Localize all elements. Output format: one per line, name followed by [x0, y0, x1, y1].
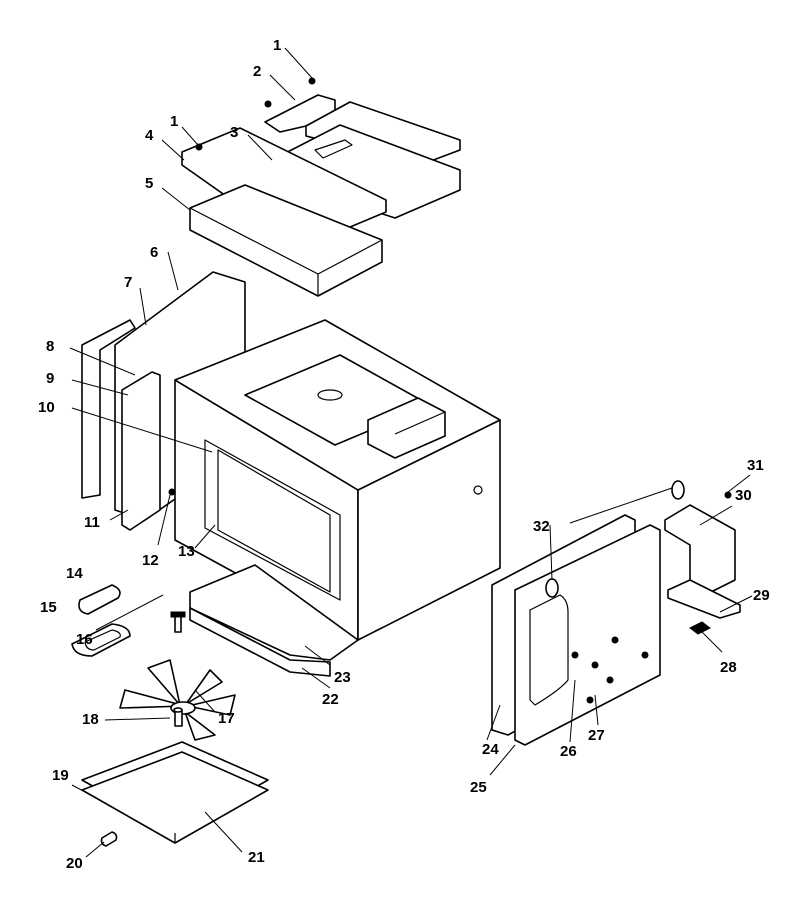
callout-label: 16	[76, 631, 93, 648]
part-12-screw	[168, 488, 176, 496]
part-29-rail	[667, 579, 741, 619]
callout-label: 22	[322, 691, 339, 708]
callout-label: 27	[588, 727, 605, 744]
callout-label: 26	[560, 743, 577, 760]
callout-label: 31	[747, 457, 764, 474]
callout-label: 29	[753, 587, 770, 604]
part-17-fan-blade	[119, 659, 236, 741]
callout-label: 7	[124, 274, 132, 291]
part-30-bracket	[664, 504, 736, 596]
callout-label: 23	[334, 669, 351, 686]
callout-label: 6	[150, 244, 158, 261]
callout-label: 1	[273, 37, 281, 54]
callout-label: 12	[142, 552, 159, 569]
part-20-clip	[100, 831, 118, 847]
callout-label: 15	[40, 599, 57, 616]
part-25-side-wall	[514, 524, 661, 746]
part-2-top-bracket	[264, 94, 461, 166]
callout-label: 8	[46, 338, 54, 355]
part-4-top-plate	[181, 127, 387, 249]
callout-label: 20	[66, 855, 83, 872]
part-15-gasket	[71, 623, 131, 657]
part-5-top-insulation-pad	[189, 184, 383, 297]
callout-label: 9	[46, 370, 54, 387]
part-28-clip	[689, 621, 711, 635]
callout-labels: 1 2 3 1 4 5 6 7 8 9 10 11 12 13 14 15 16…	[38, 37, 770, 872]
part-19-21-bottom-frame	[81, 741, 269, 844]
callout-label: 24	[482, 741, 499, 758]
part-1-screw	[308, 77, 316, 85]
part-1-screw	[195, 143, 203, 151]
callout-label: 28	[720, 659, 737, 676]
callout-label: 25	[470, 779, 487, 796]
part-31-screw	[724, 491, 732, 499]
part-16-fan-bolt	[170, 611, 186, 633]
callout-label: 17	[218, 710, 235, 727]
callout-label: 18	[82, 711, 99, 728]
part-22-23-bottom-plates	[189, 564, 359, 677]
leader-lines	[69, 47, 753, 858]
part-26-27-side-screws	[571, 636, 649, 704]
callout-label: 3	[230, 124, 238, 141]
callout-label: 5	[145, 175, 153, 192]
callout-label: 4	[145, 127, 154, 144]
part-9-side-bracket	[121, 371, 161, 531]
callout-label: 14	[66, 565, 83, 582]
part-14-cover	[78, 584, 121, 615]
callout-label: 30	[735, 487, 752, 504]
callout-label: 11	[84, 514, 100, 531]
callout-label: 21	[248, 849, 265, 866]
part-1-screw	[264, 100, 272, 108]
callout-label: 1	[170, 113, 178, 130]
callout-label: 13	[178, 543, 195, 560]
callout-label: 10	[38, 399, 55, 416]
oven-cavity-assembly	[174, 319, 501, 641]
callout-label: 32	[533, 518, 550, 535]
callout-label: 2	[253, 63, 261, 80]
part-18-fan-shaft	[173, 707, 183, 727]
callout-label: 19	[52, 767, 69, 784]
